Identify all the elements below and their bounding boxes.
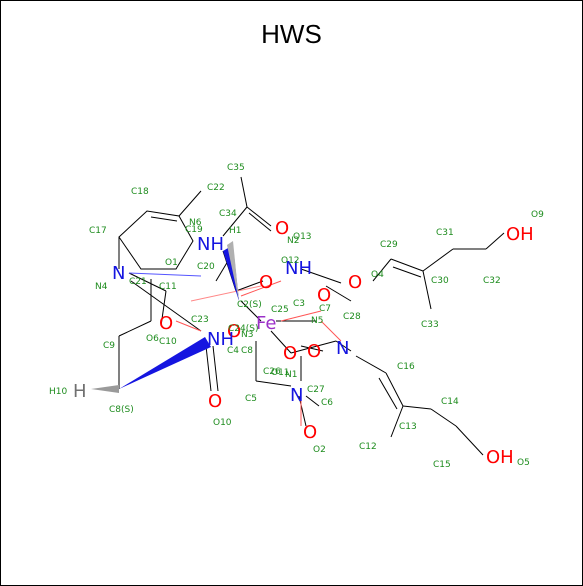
atom-label-o11: O11 xyxy=(271,368,290,378)
atom-label-c17: C17 xyxy=(89,226,107,236)
atom-label-c9: C9 xyxy=(103,341,115,351)
atom-label-c35: C35 xyxy=(227,163,245,173)
atom-label-n6: N6 xyxy=(189,218,202,228)
atom-label-n3: N3 xyxy=(241,330,253,340)
diagram-title: HWS xyxy=(261,19,322,49)
atom-label-c6: C6 xyxy=(321,398,333,408)
atom-label-o1: O1 xyxy=(165,258,178,268)
atom-label-c3: C3 xyxy=(293,299,305,309)
atom-label-c16: C16 xyxy=(397,362,415,372)
atom-label-n2: N2 xyxy=(287,236,299,246)
atom-o-o8: O xyxy=(283,343,297,364)
atom-label-o10: O10 xyxy=(213,418,232,428)
atom-label-c25: C25 xyxy=(271,305,289,315)
atom-label-c8: C8 xyxy=(241,346,253,356)
atom-symbols: OH OH O O O O O O O O O O N N N NH NH NH… xyxy=(73,218,534,468)
atom-label-c29: C29 xyxy=(380,240,398,250)
atom-o-c21: O xyxy=(159,313,173,334)
atom-label-c28: C28 xyxy=(343,312,361,322)
atom-label-c24-s-: C24(S) xyxy=(228,324,258,334)
atom-label-c20: C20 xyxy=(197,262,215,272)
atom-n-n5: N xyxy=(336,338,349,359)
atom-label-n1: N1 xyxy=(285,370,297,380)
atom-label-n4: N4 xyxy=(95,282,108,292)
hash-bond-h1 xyxy=(227,241,239,301)
atom-label-c2-s-: C2(S) xyxy=(237,300,262,310)
atom-label-c18: C18 xyxy=(131,187,149,197)
atom-nh-h1: NH xyxy=(197,234,224,255)
atom-label-o6: O6 xyxy=(146,334,159,344)
wedge-bond-c8 xyxy=(119,337,211,389)
atom-o-o6: O xyxy=(317,285,331,306)
atom-oh-bottom: OH xyxy=(486,447,514,468)
atom-label-c27: C27 xyxy=(307,385,325,395)
atom-o-c34: O xyxy=(275,218,289,239)
atom-label-o5: O5 xyxy=(517,458,530,468)
atom-label-c19: C19 xyxy=(185,225,203,235)
atom-label-c8-s-: C8(S) xyxy=(109,405,134,415)
atom-o-o10: O xyxy=(208,391,222,412)
atom-label-c33: C33 xyxy=(421,320,439,330)
atom-label-o2: O2 xyxy=(313,445,326,455)
atom-label-o9: O9 xyxy=(531,210,544,220)
atom-fe: Fe xyxy=(256,313,276,334)
atom-label-c7: C7 xyxy=(319,304,331,314)
atom-label-c10: C10 xyxy=(159,337,177,347)
atom-label-c22: C22 xyxy=(207,183,225,193)
atom-label-c15: C15 xyxy=(433,460,451,470)
hash-bond-h10 xyxy=(91,385,119,393)
atom-label-c12: C12 xyxy=(359,442,377,452)
wedge-bond-n2 xyxy=(223,245,239,301)
atom-h-h10: H xyxy=(73,381,87,402)
atom-label-c13: C13 xyxy=(399,422,417,432)
atom-label-c11: C11 xyxy=(159,282,177,292)
atom-label-o4: O4 xyxy=(371,270,384,280)
heteroatom-bonds xyxy=(128,272,342,426)
atom-label-c5: C5 xyxy=(245,394,257,404)
atom-label-c26: C26 xyxy=(263,367,281,377)
atom-label-n5: N5 xyxy=(311,316,323,326)
atom-o-o2: O xyxy=(303,422,317,443)
atom-oh-top: OH xyxy=(506,224,534,245)
atom-label-c31: C31 xyxy=(436,228,454,238)
atom-label-c30: C30 xyxy=(431,276,449,286)
atom-label-h10: H10 xyxy=(49,387,67,397)
atom-nh-n2: NH xyxy=(285,258,312,279)
atom-label-c32: C32 xyxy=(483,276,501,286)
atom-o-c28: O xyxy=(348,272,362,293)
atom-label-c23: C23 xyxy=(191,315,209,325)
atom-o-o11: O xyxy=(307,341,321,362)
atom-n-n1: N xyxy=(290,385,303,406)
atom-label-c34: C34 xyxy=(219,209,237,219)
atom-o-o1: O xyxy=(259,272,273,293)
atom-label-o13: O13 xyxy=(293,232,312,242)
atom-label-c14: C14 xyxy=(441,397,459,407)
atom-label-o12: O12 xyxy=(281,256,300,266)
atom-n-n4: N xyxy=(112,263,125,284)
atom-label-c21: C21 xyxy=(129,277,147,287)
atom-o-fe: O xyxy=(227,321,241,342)
atom-label-c4: C4 xyxy=(227,346,239,356)
atom-nh-n3: NH xyxy=(207,329,234,350)
atom-label-h1: H1 xyxy=(229,226,242,236)
